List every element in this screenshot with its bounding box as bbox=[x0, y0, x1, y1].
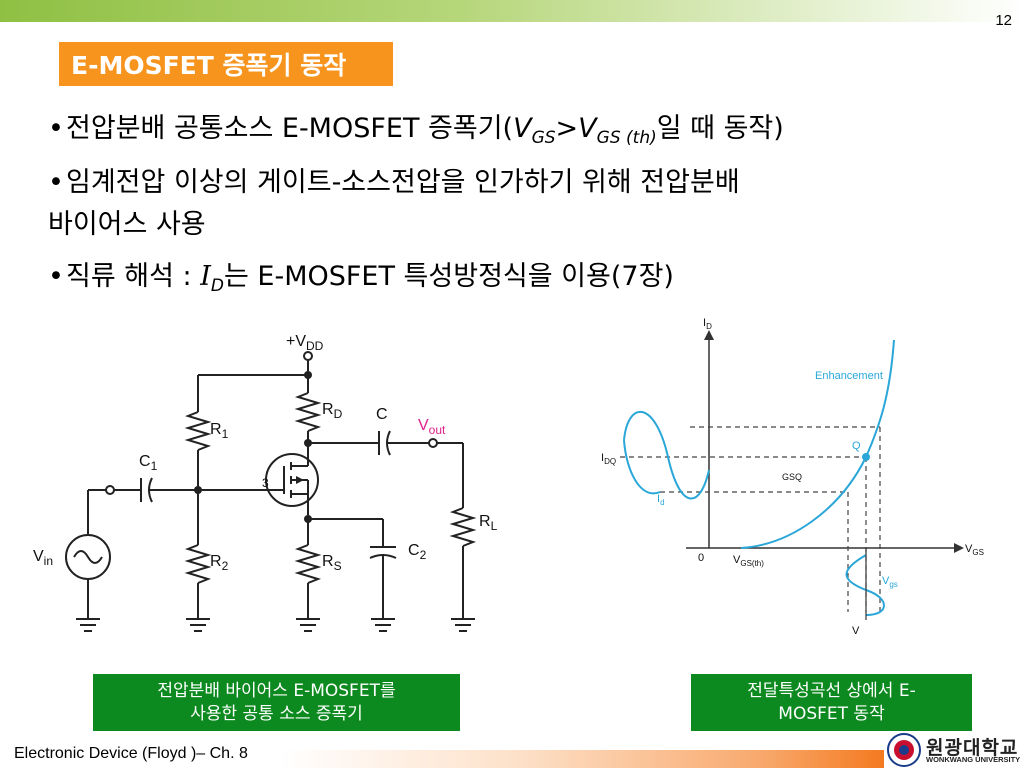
label-q: Q bbox=[852, 440, 861, 452]
label-vgsth: VGS(th) bbox=[733, 554, 764, 568]
bullet-1-gt: > bbox=[555, 113, 579, 144]
bullet-3-post: 는 E-MOSFET 특성방정식을 이용(7장) bbox=[223, 261, 674, 292]
university-seal-icon bbox=[887, 733, 921, 767]
label-vgs-axis: VGS bbox=[965, 543, 984, 557]
bullet-3: •직류 해석 : ID는 E-MOSFET 특성방정식을 이용(7장) bbox=[48, 256, 674, 307]
bullet-1-post: 일 때 동작) bbox=[656, 113, 784, 144]
bottom-gradient-bar bbox=[280, 750, 884, 768]
vgs-axis-arrow-icon bbox=[954, 543, 964, 553]
label-c1: C1 bbox=[139, 453, 158, 473]
r2-resistor bbox=[184, 544, 212, 584]
caption-left-line1: 전압분배 바이어스 E-MOSFET를 bbox=[157, 680, 396, 701]
bullet-dot-icon: • bbox=[48, 167, 64, 198]
logo-name: 원광대학교 bbox=[926, 737, 1019, 759]
bullet-2-cont: 바이어스 사용 bbox=[48, 204, 206, 246]
label-vin: Vin bbox=[33, 548, 53, 568]
label-idq: IDQ bbox=[601, 452, 616, 466]
label-c: C bbox=[376, 406, 388, 423]
label-rd: RD bbox=[322, 401, 343, 421]
label-vgs-small: Vgs bbox=[882, 575, 898, 589]
bullet-2-line2: 바이어스 사용 bbox=[48, 209, 206, 240]
label-id-small: Id bbox=[657, 493, 665, 507]
id-signal-wave bbox=[623, 411, 710, 500]
label-c2: C2 bbox=[408, 542, 427, 562]
bullet-1-sub2: GS (th) bbox=[596, 128, 657, 148]
mosfet-body bbox=[265, 453, 319, 507]
bullet-1: •전압분배 공통소스 E-MOSFET 증폭기(VGS>VGS (th)일 때 … bbox=[48, 108, 784, 159]
footer-text: Electronic Device (Floyd )– Ch. 8 bbox=[14, 745, 248, 762]
label-r2: R2 bbox=[210, 553, 229, 573]
label-pin: 3 bbox=[262, 476, 269, 490]
university-logo: 원광대학교 WONKWANG UNIVERSITY bbox=[886, 733, 1024, 768]
id-axis-arrow-icon bbox=[704, 330, 714, 340]
label-id-axis: ID bbox=[703, 317, 712, 331]
label-vout: Vout bbox=[418, 417, 446, 437]
bullet-2: •임계전압 이상의 게이트-소스전압을 인가하기 위해 전압분배 bbox=[48, 162, 740, 204]
label-vdd: +VDD bbox=[286, 333, 324, 353]
bullet-1-var2: V bbox=[578, 113, 597, 144]
caption-right-line1: 전달특성곡선 상에서 E- bbox=[747, 680, 916, 701]
label-origin: 0 bbox=[698, 552, 704, 564]
vgs-signal-wave bbox=[845, 554, 885, 616]
caption-right: 전달특성곡선 상에서 E- MOSFET 동작 bbox=[691, 674, 972, 731]
rs-resistor bbox=[294, 544, 322, 584]
slide-title: E-MOSFET 증폭기 동작 bbox=[71, 51, 347, 80]
bullet-1-var: V bbox=[513, 113, 532, 144]
bullet-3-var: I bbox=[200, 261, 211, 292]
node-dot bbox=[304, 515, 312, 523]
label-r1: R1 bbox=[210, 421, 229, 441]
caption-left-line2: 사용한 공통 소스 증폭기 bbox=[190, 703, 363, 724]
page-number: 12 bbox=[995, 12, 1012, 29]
bullet-3-sub: D bbox=[210, 276, 224, 296]
rl-resistor bbox=[449, 507, 477, 547]
bullet-2-line1: 임계전압 이상의 게이트-소스전압을 인가하기 위해 전압분배 bbox=[66, 167, 740, 198]
bullet-dot-icon: • bbox=[48, 113, 64, 144]
slide-title-box: E-MOSFET 증폭기 동작 bbox=[59, 42, 393, 86]
label-enhancement: Enhancement bbox=[815, 370, 883, 382]
label-v: V bbox=[852, 625, 860, 637]
r1-resistor bbox=[184, 411, 212, 451]
ground-symbols bbox=[76, 618, 475, 632]
node-dot bbox=[194, 486, 202, 494]
bullet-1-sub: GS bbox=[531, 128, 556, 148]
label-rs: RS bbox=[322, 553, 342, 573]
caption-left: 전압분배 바이어스 E-MOSFET를 사용한 공통 소스 증폭기 bbox=[93, 674, 460, 731]
label-gsq: GSQ bbox=[782, 472, 802, 482]
label-rl: RL bbox=[479, 513, 498, 533]
node-dot bbox=[304, 439, 312, 447]
q-point bbox=[862, 453, 870, 461]
node-dot bbox=[304, 371, 312, 379]
bullet-1-text: 전압분배 공통소스 E-MOSFET 증폭기( bbox=[66, 113, 514, 144]
bullet-3-text: 직류 해석 : bbox=[66, 261, 201, 292]
rd-resistor bbox=[294, 392, 322, 432]
bullet-dot-icon: • bbox=[48, 261, 64, 292]
logo-sub: WONKWANG UNIVERSITY bbox=[926, 755, 1021, 764]
caption-right-line2: MOSFET 동작 bbox=[778, 703, 885, 724]
top-gradient-bar bbox=[0, 0, 1024, 22]
